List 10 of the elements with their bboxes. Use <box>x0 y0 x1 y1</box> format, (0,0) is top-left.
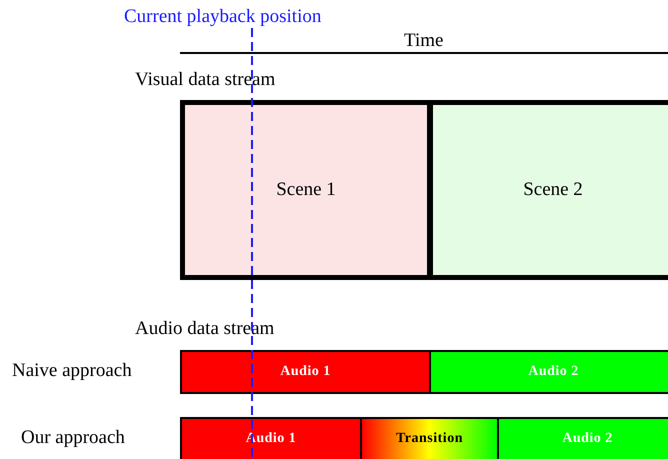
transition-segment: Transition <box>360 417 499 459</box>
audio-segment: Audio 1 <box>180 350 431 394</box>
axis-label: Time <box>404 30 444 52</box>
row-label: Our approach <box>21 427 125 449</box>
row-label: Naive approach <box>12 360 132 382</box>
row-label: Audio data stream <box>135 318 274 340</box>
marker-label: Current playback position <box>124 6 322 28</box>
audio-segment: Audio 2 <box>429 350 668 394</box>
audio-segment: Audio 2 <box>497 417 668 459</box>
row-label: Visual data stream <box>135 69 276 91</box>
